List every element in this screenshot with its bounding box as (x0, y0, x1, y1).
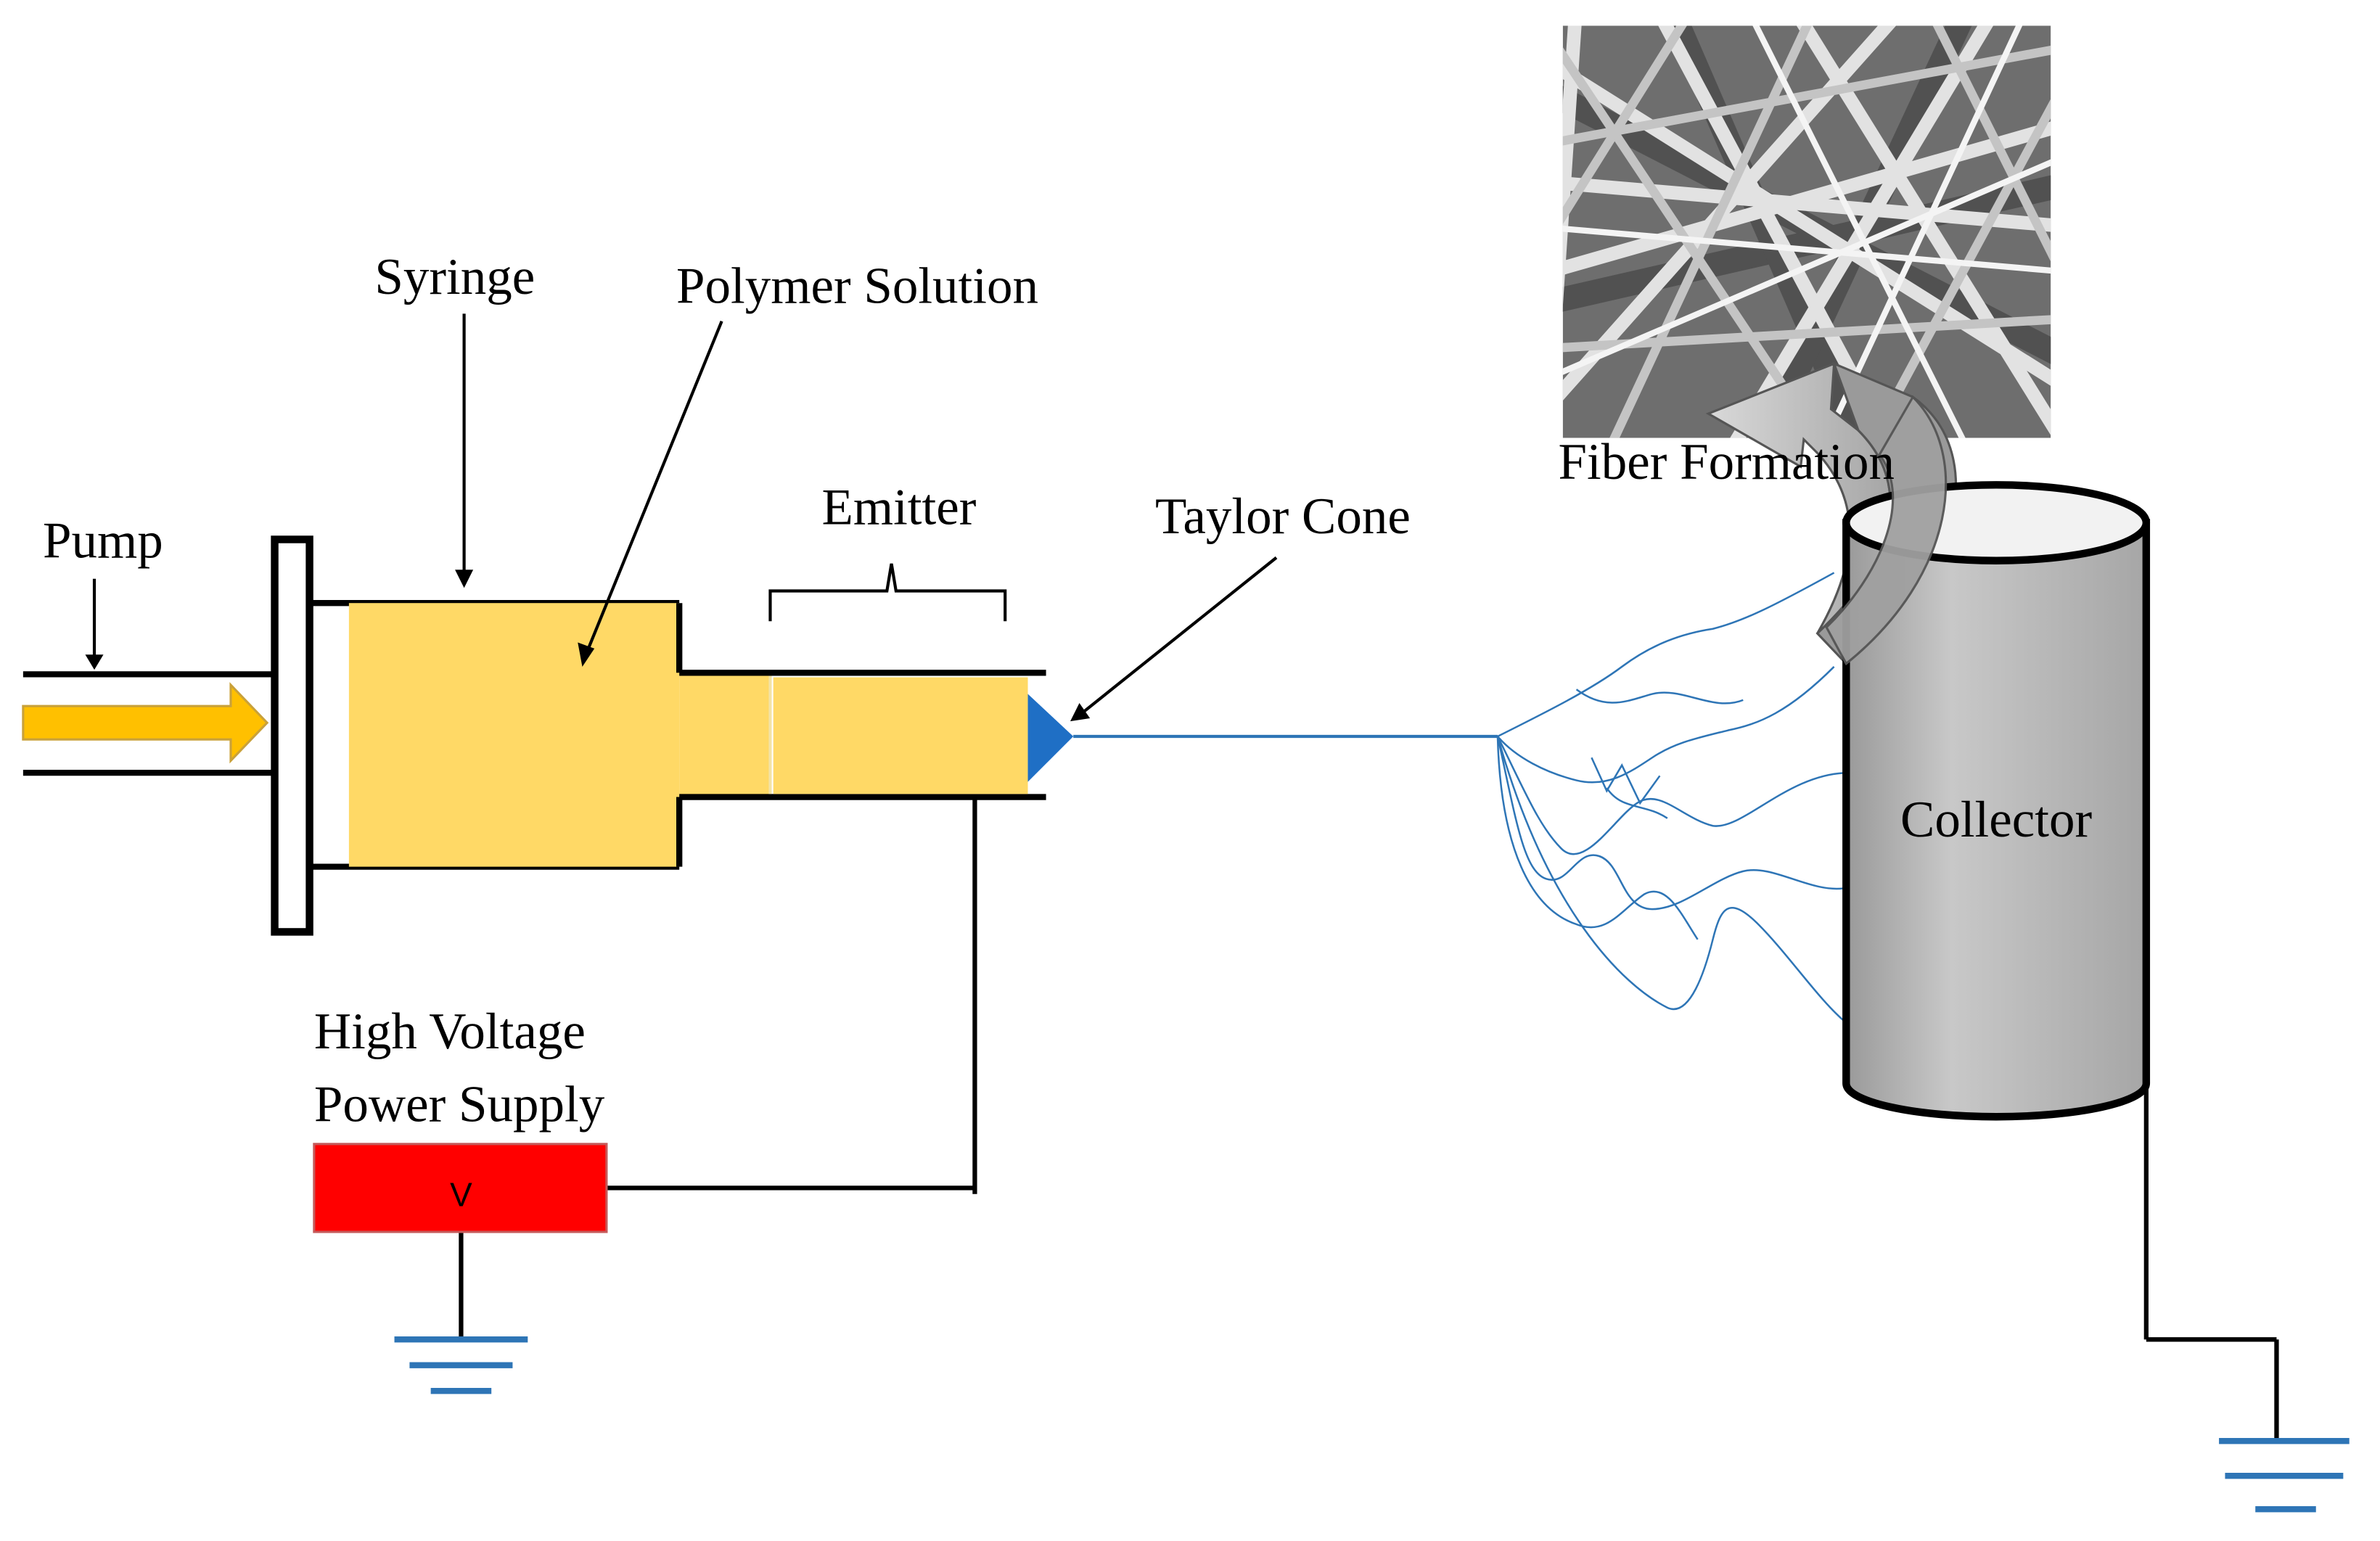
label-emitter: Emitter (821, 480, 976, 536)
label-fiber-formation: Fiber Formation (1559, 434, 1895, 490)
label-high-voltage: High Voltage (314, 1003, 586, 1060)
label-syringe: Syringe (374, 249, 535, 305)
arrow-right-icon (22, 682, 269, 764)
fiber-jet (1073, 572, 1850, 1024)
ground-icon-right (2219, 1437, 2350, 1513)
label-voltage-symbol: V (450, 1175, 472, 1213)
wiring (459, 797, 2279, 1440)
power-supply-box (313, 1143, 608, 1233)
ground-icon (394, 1336, 528, 1394)
taylor-cone-shape (1027, 694, 1074, 782)
syringe-barrel-solution (348, 603, 680, 867)
label-collector: Collector (1900, 792, 2093, 848)
syringe (271, 313, 1278, 936)
label-power-supply: Power Supply (314, 1076, 605, 1133)
plunger-flange (271, 535, 313, 936)
label-polymer-solution: Polymer Solution (676, 258, 1038, 315)
label-pump: Pump (43, 513, 163, 570)
emitter-bracket (768, 563, 1007, 622)
sem-nanofiber-image (1562, 25, 2051, 438)
syringe-neck-solution (679, 673, 771, 797)
label-taylor-cone: Taylor Cone (1155, 488, 1411, 545)
emitter-solution (773, 677, 1028, 794)
pump (22, 578, 278, 776)
